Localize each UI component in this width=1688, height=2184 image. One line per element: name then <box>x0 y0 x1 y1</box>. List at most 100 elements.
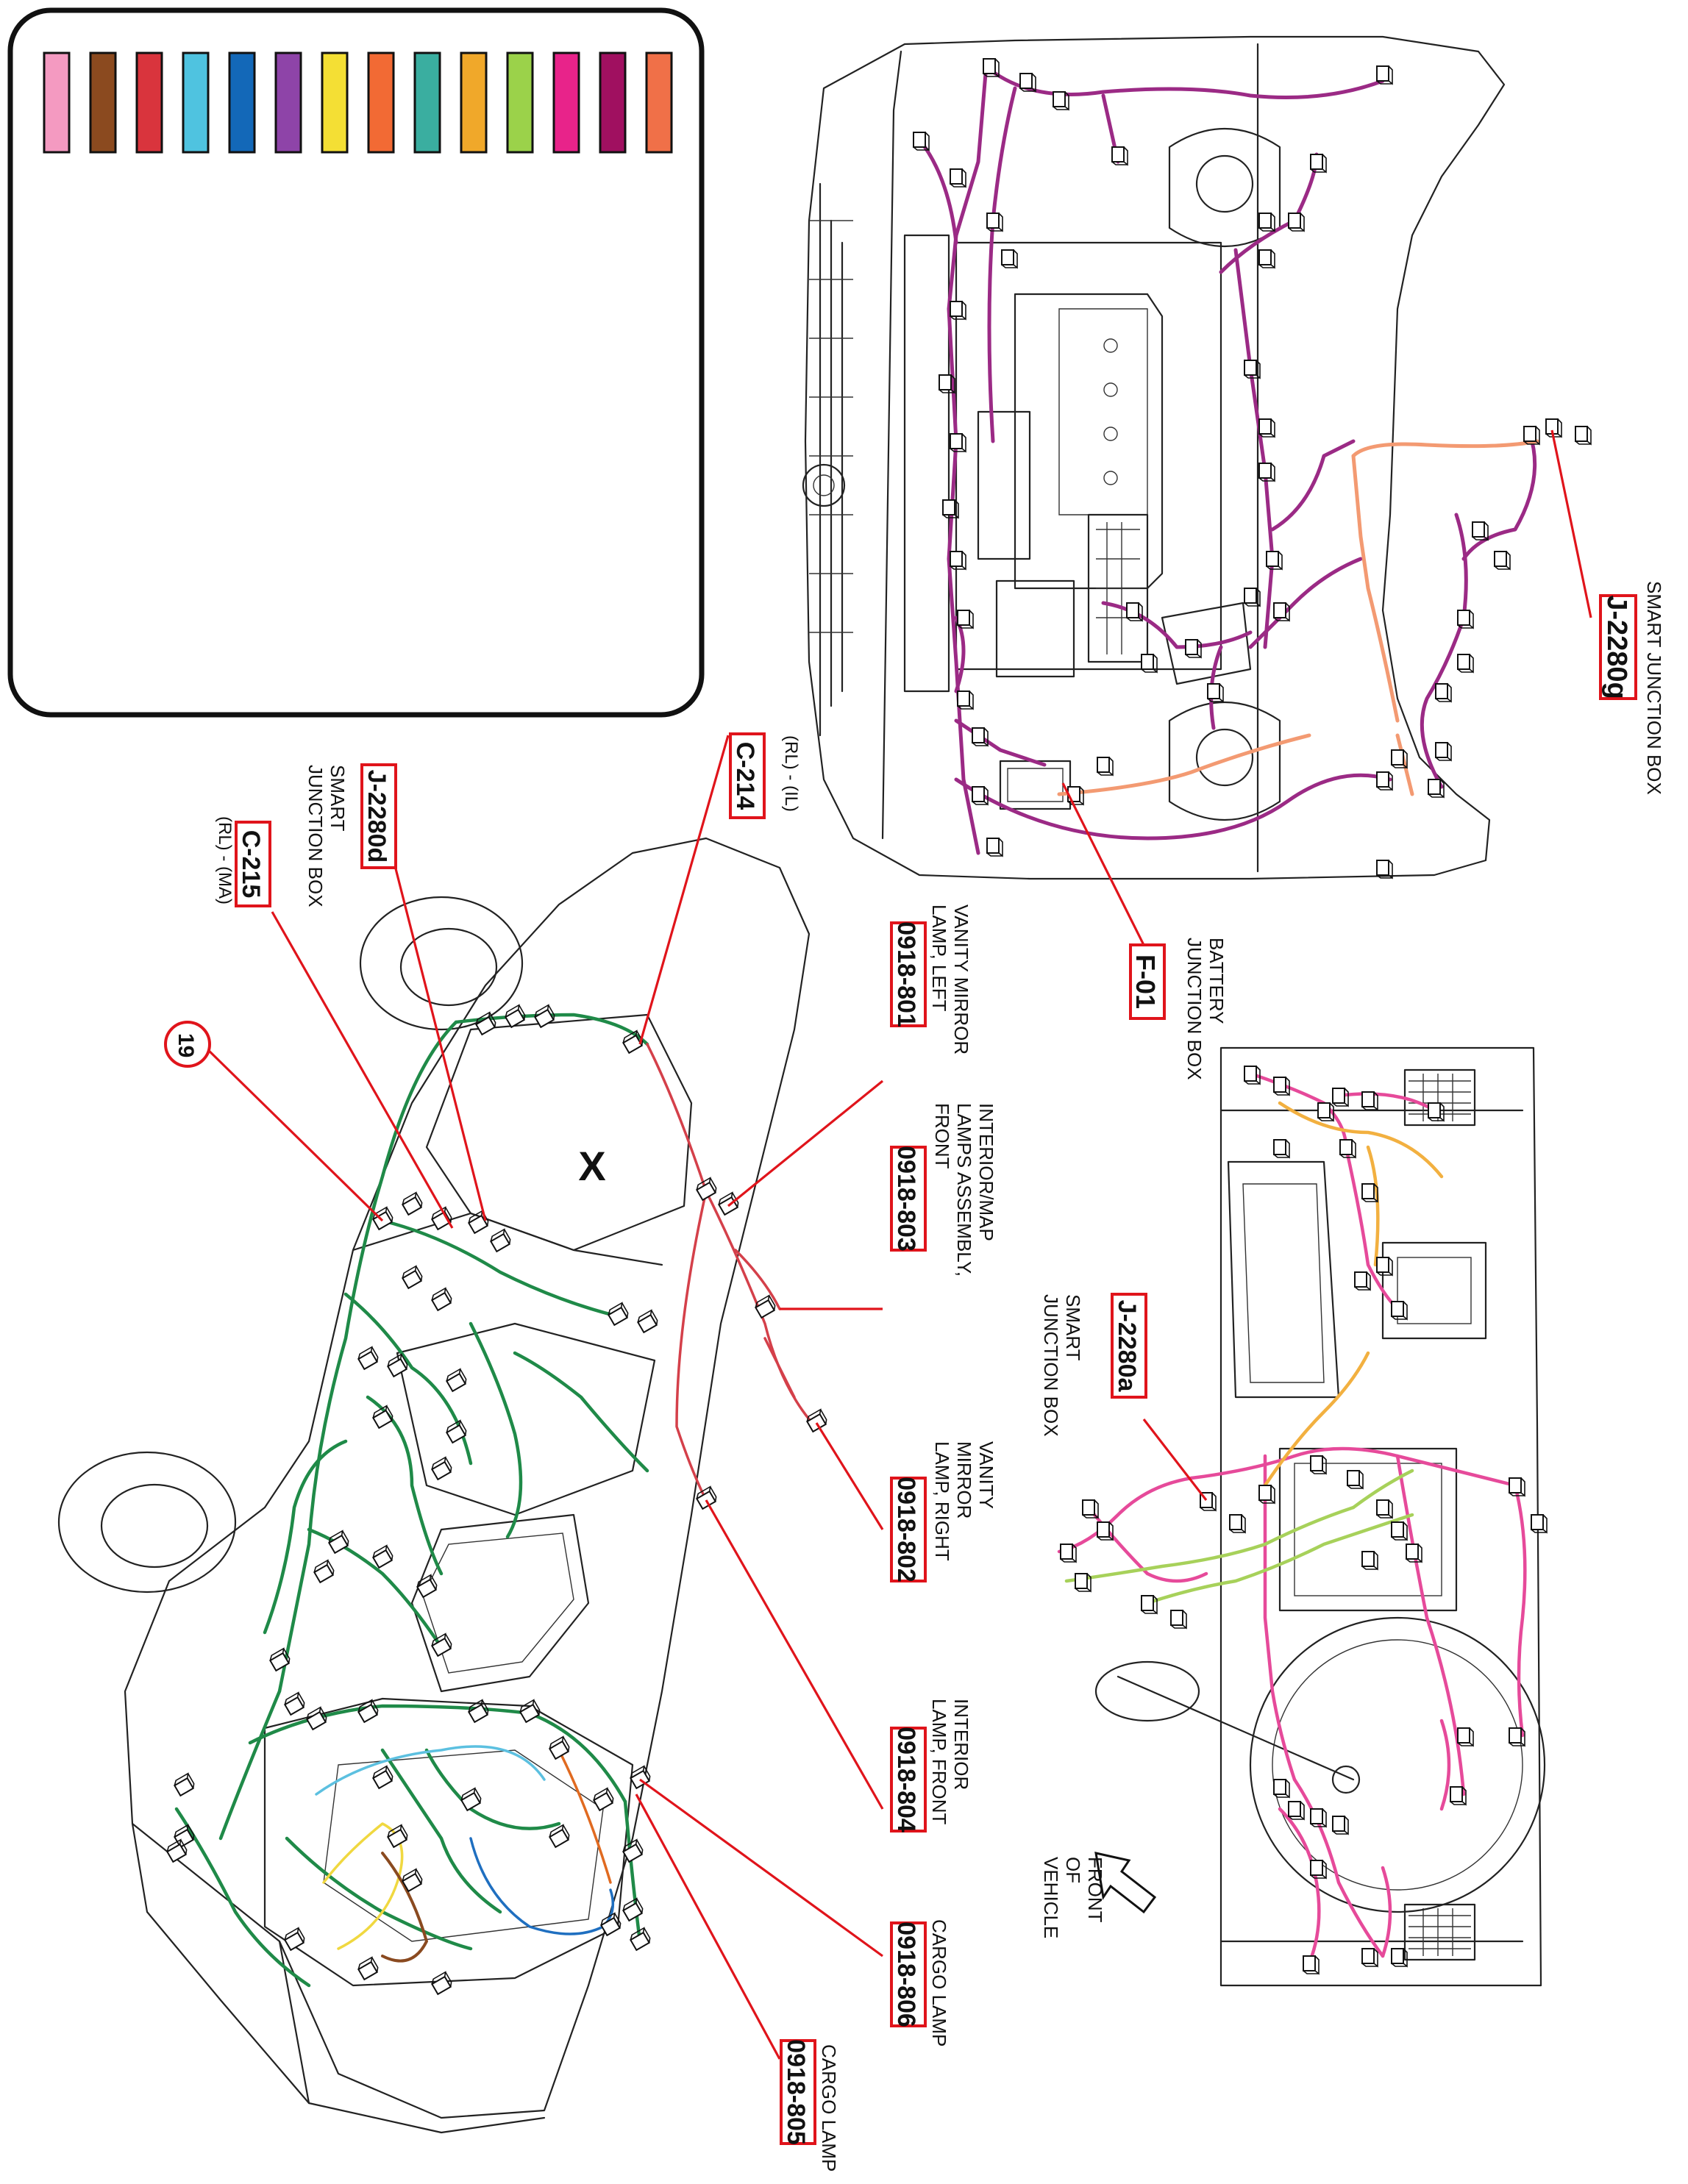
engine-wire-orange <box>1351 439 1539 458</box>
connector-block <box>430 1632 452 1657</box>
dash-wire-pink <box>1439 1719 1451 1811</box>
body-wire-green <box>174 1807 311 1988</box>
connector-block <box>1391 749 1408 769</box>
legend-swatch-salmon <box>645 51 673 154</box>
connector-block <box>371 1206 393 1231</box>
connector-label-f01: F-01 BATTERYJUNCTION BOX <box>1129 938 1228 1080</box>
connector-block <box>401 1191 423 1216</box>
connector-block <box>401 1265 423 1290</box>
svg-text:C-215: C-215 <box>237 830 265 899</box>
svg-text:SMARTJUNCTION BOX: SMARTJUNCTION BOX <box>305 765 349 907</box>
connector-block <box>1457 610 1474 629</box>
engine-wire <box>1461 432 1537 561</box>
connector-block <box>1376 65 1393 85</box>
legend-swatch-lime <box>506 51 534 154</box>
connector-block <box>268 1647 291 1672</box>
connector-block <box>1361 1183 1378 1203</box>
svg-text:0918-806: 0918-806 <box>892 1921 920 2027</box>
legend-swatch-brown <box>89 51 117 154</box>
connector-block <box>1494 551 1511 571</box>
connector-block <box>1258 418 1275 438</box>
connector-block <box>1273 1139 1290 1159</box>
connector-block <box>1141 654 1158 674</box>
legend-swatch-pink <box>43 51 71 154</box>
connector-block <box>548 1735 570 1760</box>
dash-wire-pink <box>1513 1483 1527 1738</box>
dash-wire-pink <box>1344 1145 1400 1311</box>
connector-block <box>986 838 1003 857</box>
connector-block <box>371 1405 393 1430</box>
connector-block <box>1310 1860 1327 1880</box>
connector-label-c215: C-215 (RL) - (MA) <box>215 816 271 907</box>
body-wire-red <box>734 1249 781 1310</box>
connector-block <box>983 58 1000 78</box>
connector-block <box>519 1699 541 1724</box>
roof-marker-x: X <box>578 1143 605 1189</box>
callout-leaders <box>201 429 1592 2060</box>
connector-block <box>445 1419 467 1444</box>
connector-block <box>1428 779 1445 799</box>
connector-block <box>401 1868 423 1893</box>
connector-block <box>950 551 966 571</box>
engine-wire <box>983 64 1385 99</box>
callout-19: 19 <box>164 1021 211 1068</box>
connector-block <box>1361 1551 1378 1571</box>
connector-block <box>1244 1066 1261 1085</box>
svg-text:CARGO LAMP: CARGO LAMP <box>928 1919 950 2046</box>
legend-swatch-orange <box>367 51 395 154</box>
dash-wiring-harness <box>1057 1066 1548 1975</box>
dash-wire-pink <box>1189 1446 1517 1488</box>
connector-block <box>1273 1779 1290 1799</box>
connector-block <box>1170 1610 1187 1630</box>
connector-block <box>1258 463 1275 482</box>
connector-block <box>1258 249 1275 269</box>
connector-block <box>599 1912 622 1937</box>
connector-block <box>1391 1521 1408 1541</box>
engine-wire <box>1101 601 1253 649</box>
svg-text:(RL) - (MA): (RL) - (MA) <box>215 816 235 904</box>
color-legend <box>7 7 705 718</box>
legend-swatches <box>43 51 673 154</box>
engine-wire <box>917 138 958 245</box>
connector-block <box>913 132 930 151</box>
body-wire-green <box>380 1748 502 1914</box>
connector-block <box>1376 771 1393 791</box>
connector-block <box>1376 1499 1393 1519</box>
connector-block <box>283 1691 305 1716</box>
connector-block <box>357 1346 379 1371</box>
connector-block <box>165 1838 188 1863</box>
svg-text:INTERIORLAMP, FRONT: INTERIORLAMP, FRONT <box>928 1699 972 1825</box>
connector-block <box>1097 1521 1114 1541</box>
svg-text:F-01: F-01 <box>1130 954 1161 1009</box>
connector-block <box>430 1971 452 1996</box>
connector-block <box>1435 683 1452 703</box>
connector-block <box>1060 1544 1077 1563</box>
engine-wire <box>1270 439 1356 532</box>
connector-block <box>1509 1477 1525 1497</box>
connector-label-j2280g: J-2280g SMART JUNCTION BOX <box>1599 581 1665 795</box>
svg-text:19: 19 <box>174 1033 198 1057</box>
svg-text:SMARTJUNCTION BOX: SMARTJUNCTION BOX <box>1040 1294 1084 1437</box>
connector-block <box>1310 1455 1327 1475</box>
svg-text:X: X <box>578 1143 605 1189</box>
dash-wire-pink <box>1381 1866 1392 1958</box>
connector-block <box>1354 1271 1371 1291</box>
connector-label-c214: C-214 (RL) - (IL) <box>729 732 801 819</box>
legend-swatch-light-blue <box>182 51 210 154</box>
connector-block <box>173 1772 195 1797</box>
connector-block <box>1229 1514 1246 1534</box>
connector-block <box>1244 360 1261 379</box>
connector-block <box>533 1004 555 1029</box>
svg-text:INTERIOR/MAPLAMPS ASSEMBLY,FRO: INTERIOR/MAPLAMPS ASSEMBLY,FRONT <box>931 1103 997 1277</box>
connector-block <box>548 1824 570 1849</box>
connector-block <box>327 1530 349 1555</box>
engine-wire <box>954 718 1047 767</box>
engine-wire <box>954 773 1392 841</box>
body-wire-green <box>285 1836 473 1951</box>
body-wire-green <box>263 1439 348 1635</box>
connector-block <box>416 1574 438 1599</box>
connector-block <box>1207 683 1224 703</box>
svg-text:BATTERYJUNCTION BOX: BATTERYJUNCTION BOX <box>1183 938 1228 1080</box>
connector-block <box>629 1927 651 1952</box>
